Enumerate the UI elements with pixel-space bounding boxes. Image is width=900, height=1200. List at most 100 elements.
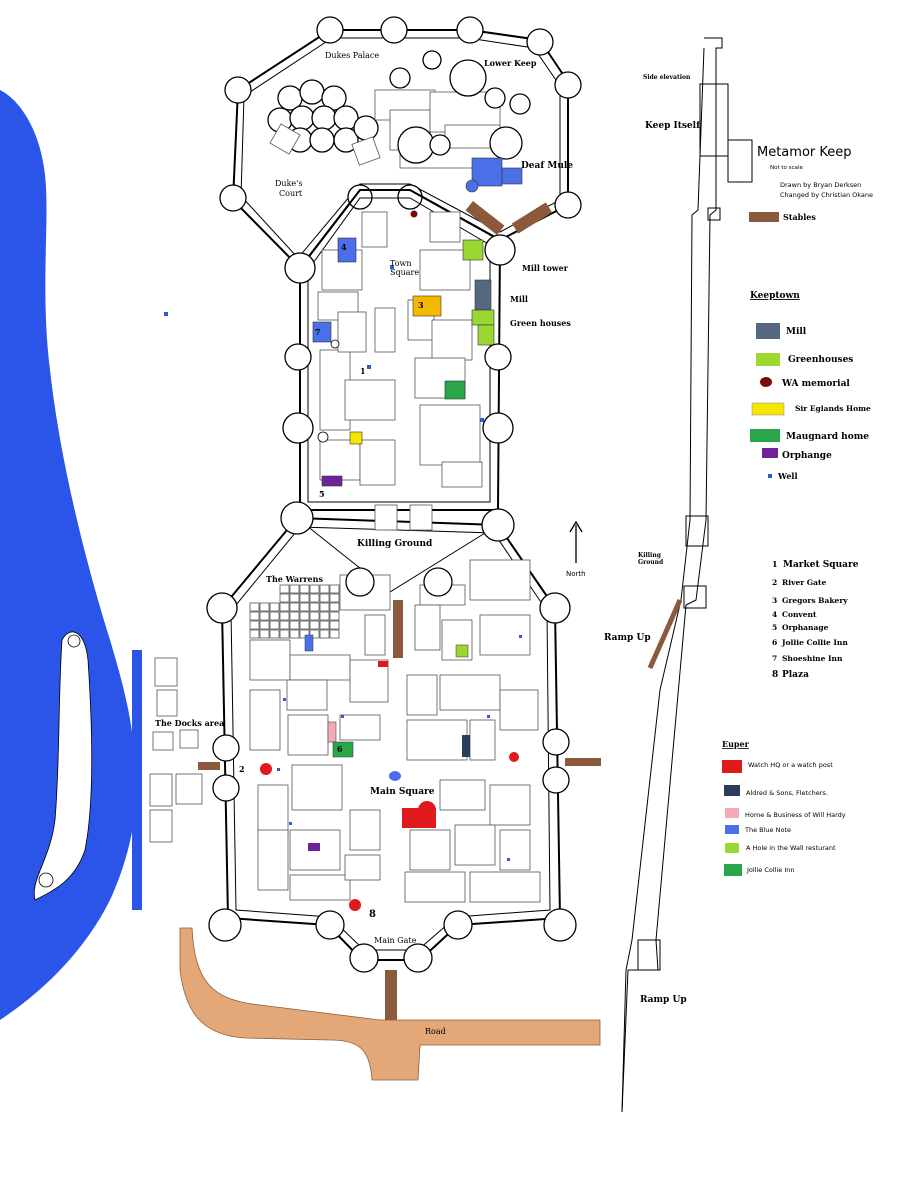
svg-text:Aldred & Sons, Fletchers.: Aldred & Sons, Fletchers. (746, 789, 828, 797)
warrens-house (299, 593, 310, 603)
svg-text:7: 7 (772, 654, 777, 663)
svg-text:Gregors Bakery: Gregors Bakery (782, 596, 848, 605)
warrens-house (289, 611, 300, 621)
label-lower-keep: Lower Keep (484, 58, 537, 68)
east-gate-bridge (565, 758, 601, 766)
warrens-house (309, 629, 320, 639)
svg-text:Shoeshine Inn: Shoeshine Inn (782, 654, 843, 663)
keeptown-buildings (312, 210, 495, 488)
warrens-house (319, 602, 330, 612)
warrens-house (309, 593, 320, 603)
map-number-2: 2 (239, 764, 245, 774)
keeptown-towers (282, 234, 516, 444)
warrens-house (259, 602, 270, 612)
deaf-mule-building (471, 157, 503, 187)
north-arrow (569, 520, 583, 563)
label-dukes-court-2: Court (279, 189, 303, 198)
title: Metamor Keep (757, 145, 852, 160)
label-north: North (566, 570, 586, 578)
label-town-square-1: Town (390, 259, 412, 268)
svg-text:Jollie Collie Inn: Jollie Collie Inn (746, 866, 795, 874)
warrens-house (289, 620, 300, 630)
credit-2: Changed by Christian Okane (780, 191, 873, 199)
label-killing-ground-side-2: Ground (638, 559, 664, 566)
euper-buildings (249, 559, 541, 911)
map-number-8: 8 (369, 909, 376, 920)
warrens-house (259, 611, 270, 621)
credit-1: Drawn by Bryan Derksen (780, 181, 861, 189)
label-deaf-mule: Deaf Mule (521, 161, 573, 171)
killing-ground-gate (374, 504, 433, 531)
gate-road (385, 970, 397, 1020)
svg-text:3: 3 (772, 596, 777, 605)
scale-note: Not to scale (770, 165, 803, 171)
warrens-house (279, 602, 290, 612)
warrens-house (269, 611, 280, 621)
stables-right (511, 202, 553, 234)
svg-text:5: 5 (772, 623, 777, 632)
warrens-house (319, 611, 330, 621)
label-ramp-up-2: Ramp Up (640, 995, 687, 1005)
map-number-4: 4 (341, 242, 347, 252)
label-side-elevation: Side elevation (643, 74, 691, 81)
svg-text:Convent: Convent (782, 610, 817, 619)
label-mill: Mill (510, 294, 528, 304)
road (179, 927, 601, 1081)
svg-text:Orphanage: Orphanage (782, 623, 829, 632)
svg-text:Mill: Mill (786, 327, 807, 337)
warrens-house (319, 593, 330, 603)
warrens-house (329, 584, 340, 594)
label-the-warrens: The Warrens (266, 574, 323, 584)
label-killing-ground: Killing Ground (357, 539, 433, 549)
label-ramp-up-1: Ramp Up (604, 633, 651, 643)
warrens-house (279, 611, 290, 621)
warrens-house (329, 611, 340, 621)
warrens-house (309, 584, 320, 594)
warrens-house (269, 620, 280, 630)
label-town-square-2: Square (390, 268, 419, 277)
warrens-house (319, 584, 330, 594)
label-mill-tower: Mill tower (522, 263, 569, 273)
outer-well (164, 312, 168, 316)
warrens-house (259, 620, 270, 630)
keeptown-heading: Keeptown (750, 291, 800, 301)
label-dukes-palace: Dukes Palace (325, 51, 379, 60)
places-legend: 1 Market Square 2 River Gate 3 Gregors B… (772, 559, 859, 680)
svg-text:Sir Eglands Home: Sir Eglands Home (795, 404, 871, 413)
warrens-house (329, 620, 340, 630)
svg-text:8: 8 (772, 670, 778, 680)
map-number-3: 3 (418, 300, 424, 310)
warrens-house (279, 620, 290, 630)
main-square-fountain (389, 771, 401, 781)
warrens-house (299, 620, 310, 630)
svg-text:Orphange: Orphange (782, 451, 832, 461)
svg-text:4: 4 (772, 610, 777, 619)
map-number-1: 1 (360, 366, 366, 376)
warrens-house (289, 593, 300, 603)
warrens-house (289, 629, 300, 639)
label-main-square: Main Square (370, 787, 435, 797)
label-green-houses: Green houses (510, 318, 571, 328)
warrens-house (269, 629, 280, 639)
svg-text:Jollie Collie Inn: Jollie Collie Inn (781, 638, 848, 647)
svg-text:2: 2 (772, 578, 777, 587)
warrens-house (259, 629, 270, 639)
label-keep-itself: Keep Itself (645, 121, 701, 131)
svg-text:Plaza: Plaza (782, 670, 809, 680)
river-gate-bridge (198, 762, 220, 770)
svg-text:River Gate: River Gate (782, 578, 827, 587)
keeptown-legend: Mill Greenhouses WA memorial Sir Eglands… (750, 323, 871, 481)
svg-text:6: 6 (772, 638, 777, 647)
keep-towers (219, 16, 582, 219)
warrens-house (329, 602, 340, 612)
river-island (33, 631, 93, 901)
euper-towers (206, 501, 577, 973)
warrens-house (309, 620, 320, 630)
map-number-6: 6 (337, 744, 343, 754)
island-marker (67, 634, 81, 648)
warrens-house (279, 584, 290, 594)
island-marker (38, 872, 54, 888)
label-road: Road (425, 1027, 446, 1036)
label-docks-area: The Docks area (155, 718, 224, 728)
label-killing-ground-side-1: Killing (638, 552, 662, 559)
